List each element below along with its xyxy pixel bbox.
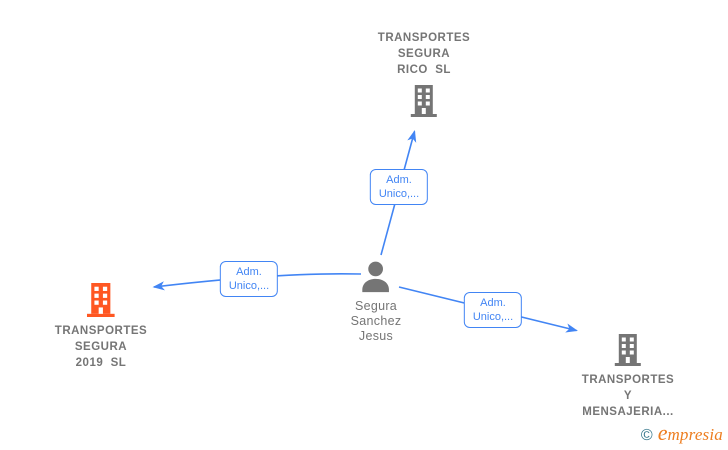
- brand-initial: e: [657, 420, 668, 445]
- label-line: 2019 SL: [75, 357, 127, 369]
- label-line: SEGURA: [397, 48, 451, 60]
- edge-label-line: Unico,...: [378, 188, 420, 200]
- label-line: TRANSPORTES: [581, 374, 675, 386]
- label-line: RICO SL: [397, 64, 451, 76]
- label-line: Jesus: [358, 329, 394, 343]
- edge-label-line: Adm.: [386, 174, 412, 186]
- company-name-label: TRANSPORTES SEGURA RICO SL: [378, 30, 470, 78]
- label-line: TRANSPORTES: [54, 325, 148, 337]
- company-name-label: TRANSPORTES Y MENSAJERIA...: [582, 372, 674, 420]
- node-company-transportes-segura-2019-sl[interactable]: TRANSPORTES SEGURA 2019 SL: [55, 283, 147, 371]
- edge-label-adm-unico-left[interactable]: Adm. Unico,...: [219, 261, 279, 297]
- edge-label-adm-unico-right[interactable]: Adm. Unico,...: [463, 292, 523, 328]
- label-line: Sanchez: [350, 314, 402, 328]
- building-icon: [410, 85, 438, 117]
- building-icon: [614, 334, 642, 366]
- node-person-segura-sanchez-jesus[interactable]: Segura Sanchez Jesus: [351, 261, 402, 344]
- label-line: MENSAJERIA...: [582, 406, 674, 418]
- company-name-label: TRANSPORTES SEGURA 2019 SL: [55, 323, 147, 371]
- brand-text: empresia: [658, 420, 723, 446]
- label-line: Y: [623, 390, 633, 402]
- label-line: Segura: [354, 299, 398, 313]
- edge-label-line: Adm.: [236, 266, 262, 278]
- node-company-transportes-segura-rico-sl[interactable]: TRANSPORTES SEGURA RICO SL: [378, 30, 470, 117]
- copyright-icon: ©: [640, 427, 653, 444]
- node-company-transportes-y-mensajeria[interactable]: TRANSPORTES Y MENSAJERIA...: [582, 334, 674, 420]
- building-icon: [86, 283, 116, 317]
- label-line: TRANSPORTES: [377, 32, 471, 44]
- empresia-logo[interactable]: © empresia: [641, 420, 723, 446]
- edge-label-line: Unico,...: [472, 311, 514, 323]
- label-line: SEGURA: [74, 341, 128, 353]
- brand-rest: mpresia: [667, 425, 723, 444]
- person-name-label: Segura Sanchez Jesus: [351, 299, 402, 344]
- edge-label-line: Adm.: [480, 297, 506, 309]
- edge-label-line: Unico,...: [228, 280, 270, 292]
- edge-label-adm-unico-top[interactable]: Adm. Unico,...: [369, 169, 429, 205]
- person-icon: [359, 261, 393, 295]
